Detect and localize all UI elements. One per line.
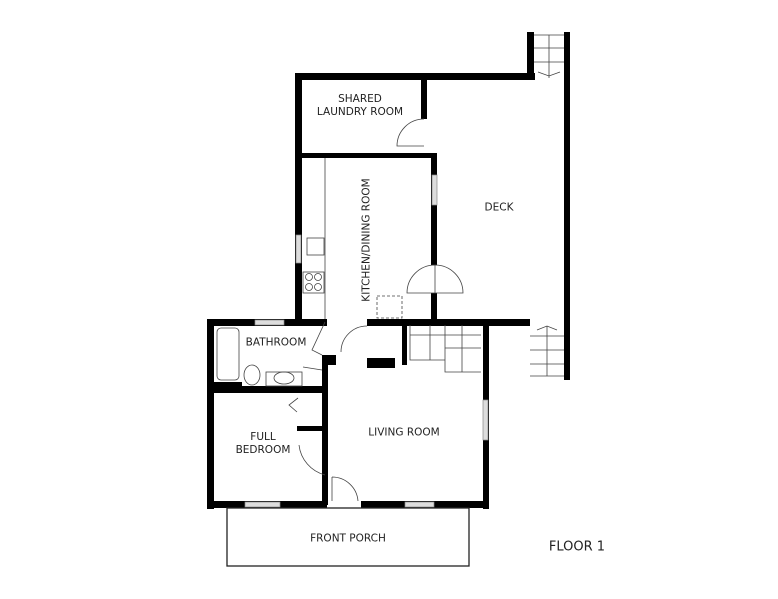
room-label-porch: FRONT PORCH [310,532,386,545]
room-label-bathroom: BATHROOM [245,336,307,349]
fixtures-doors [216,34,564,567]
windows [244,174,489,508]
room-label-deck: DECK [484,201,514,214]
room-label-living: LIVING ROOM [368,426,440,439]
room-label-kitchen: KITCHEN/DINING ROOM [360,178,373,302]
floor-label: FLOOR 1 [548,539,606,555]
